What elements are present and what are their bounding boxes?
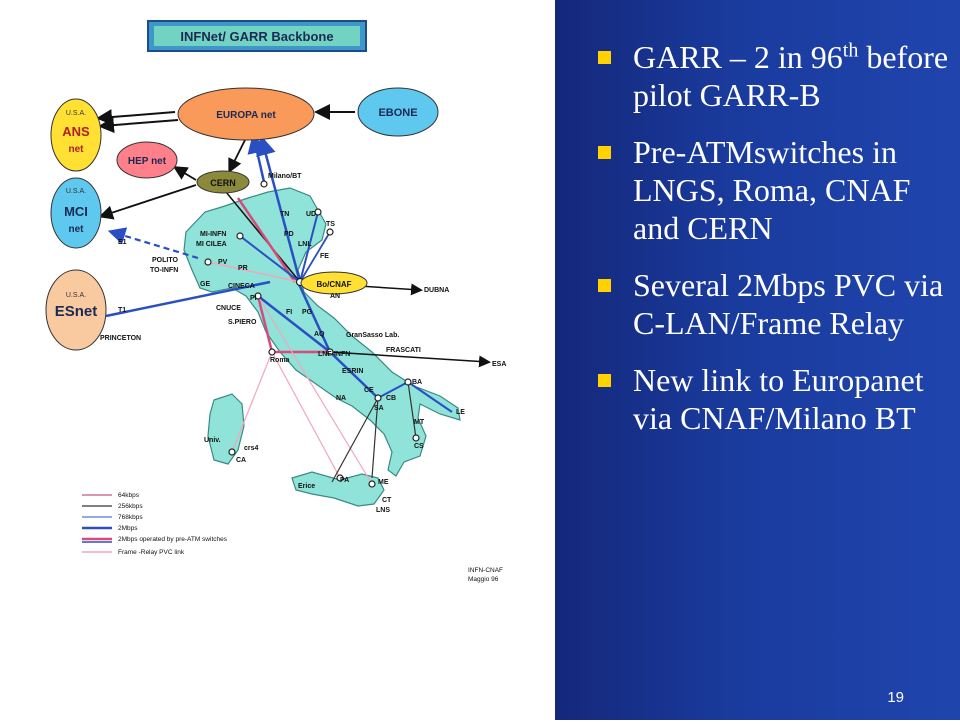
svg-text:MI CILEA: MI CILEA (196, 241, 227, 248)
europanet-node: EUROPA net (177, 87, 315, 141)
svg-text:U.S.A.: U.S.A. (66, 188, 86, 195)
svg-text:Roma: Roma (270, 357, 290, 364)
svg-text:FI: FI (286, 309, 292, 316)
svg-text:CT: CT (382, 497, 392, 504)
svg-text:LNL: LNL (298, 241, 312, 248)
svg-text:64kbps: 64kbps (118, 492, 140, 499)
ebone-node: EBONE (357, 87, 439, 137)
router-nodes (204, 180, 420, 488)
svg-text:TS: TS (326, 221, 335, 228)
svg-text:net: net (69, 224, 85, 235)
svg-text:GE: GE (200, 281, 210, 288)
svg-text:CA: CA (236, 457, 246, 464)
svg-text:FE: FE (320, 253, 329, 260)
svg-text:AN: AN (330, 293, 340, 300)
svg-text:TO-INFN: TO-INFN (150, 267, 178, 274)
svg-text:ESA: ESA (492, 361, 506, 368)
svg-text:Erice: Erice (298, 483, 315, 490)
svg-text:Univ.: Univ. (204, 437, 221, 444)
legend: 64kbps 256kbps 768kbps 2Mbps 2Mbps opera… (82, 492, 228, 556)
svg-text:TN: TN (280, 211, 289, 218)
svg-text:CE: CE (364, 387, 374, 394)
esnet-node: U.S.A. ESnet (45, 269, 107, 351)
svg-text:CNUCE: CNUCE (216, 305, 241, 312)
map-labels: E1 T1 PRINCETON Milano/BT DUBNA ESA Gran… (100, 173, 506, 514)
svg-text:U.S.A.: U.S.A. (66, 110, 86, 117)
svg-text:PG: PG (302, 309, 313, 316)
svg-text:crs4: crs4 (244, 445, 259, 452)
bullet-square-icon (598, 51, 611, 64)
svg-text:CERN: CERN (210, 178, 236, 188)
svg-text:SA: SA (374, 405, 384, 412)
bullet-panel: GARR – 2 in 96th before pilot GARR-B Pre… (555, 0, 960, 720)
svg-text:LNS: LNS (376, 507, 390, 514)
svg-text:2Mbps operated by pre-ATM swit: 2Mbps operated by pre-ATM switches (118, 536, 228, 543)
svg-text:POLITO: POLITO (152, 257, 178, 264)
svg-text:INFNet/ GARR Backbone: INFNet/ GARR Backbone (180, 29, 333, 44)
bullet-square-icon (598, 279, 611, 292)
svg-text:2Mbps: 2Mbps (118, 525, 138, 532)
svg-text:EUROPA net: EUROPA net (216, 110, 276, 121)
svg-text:CS: CS (414, 443, 424, 450)
ans-net-node: U.S.A. ANS net (50, 98, 102, 172)
bullet-square-icon (598, 374, 611, 387)
svg-text:PR: PR (238, 265, 248, 272)
slide-number: 19 (887, 689, 904, 706)
svg-text:GranSasso Lab.: GranSasso Lab. (346, 332, 399, 339)
svg-text:Frame -Relay PVC link: Frame -Relay PVC link (118, 549, 185, 556)
diagram-panel: INFNet/ GARR Backbone (45, 20, 507, 583)
svg-text:LE: LE (456, 409, 465, 416)
bocnaf-node: Bo/CNAF (300, 271, 368, 295)
svg-text:256kbps: 256kbps (118, 503, 143, 510)
svg-text:MCI: MCI (64, 204, 88, 219)
bullet-item: New link to Europanet via CNAF/Milano BT (595, 361, 955, 437)
svg-text:ESRIN: ESRIN (342, 368, 363, 375)
svg-text:PV: PV (218, 259, 228, 266)
svg-text:PD: PD (284, 231, 294, 238)
svg-text:ME: ME (378, 479, 389, 486)
svg-text:768kbps: 768kbps (118, 514, 143, 521)
bullet-square-icon (598, 146, 611, 159)
svg-text:CINECA: CINECA (228, 283, 255, 290)
svg-text:AQ: AQ (314, 331, 325, 338)
svg-text:T1: T1 (118, 307, 126, 314)
cern-node: CERN (196, 170, 250, 194)
svg-text:CB: CB (386, 395, 396, 402)
svg-text:net: net (69, 144, 85, 155)
svg-text:FRASCATI: FRASCATI (386, 347, 421, 354)
svg-text:S.PIERO: S.PIERO (228, 319, 257, 326)
svg-text:Bo/CNAF: Bo/CNAF (316, 280, 351, 289)
svg-text:INFN-CNAF: INFN-CNAF (468, 567, 503, 574)
svg-text:PRINCETON: PRINCETON (100, 335, 141, 342)
svg-text:LNF-INFN: LNF-INFN (318, 351, 350, 358)
svg-text:NA: NA (336, 395, 346, 402)
svg-text:EBONE: EBONE (378, 107, 417, 119)
bullet-item: Several 2Mbps PVC via C-LAN/Frame Relay (595, 266, 955, 342)
network-diagram: INFNet/ GARR Backbone (45, 20, 506, 583)
svg-text:ANS: ANS (62, 124, 90, 139)
bullet-item: Pre-ATMswitches in LNGS, Roma, CNAF and … (595, 133, 955, 247)
svg-text:HEP net: HEP net (128, 156, 167, 167)
svg-text:Milano/BT: Milano/BT (268, 173, 302, 180)
svg-text:BA: BA (412, 379, 422, 386)
svg-text:Maggio 96: Maggio 96 (468, 576, 499, 583)
svg-text:UD: UD (306, 211, 316, 218)
hepnet-node: HEP net (116, 141, 178, 179)
svg-text:U.S.A.: U.S.A. (66, 292, 86, 299)
svg-text:ESnet: ESnet (55, 303, 98, 320)
svg-text:DUBNA: DUBNA (424, 287, 449, 294)
svg-text:PI: PI (250, 295, 257, 302)
bullet-list: GARR – 2 in 96th before pilot GARR-B Pre… (595, 38, 955, 456)
diagram-credit: INFN-CNAF Maggio 96 (468, 567, 503, 583)
diagram-title: INFNet/ GARR Backbone (147, 20, 367, 52)
svg-text:MI-INFN: MI-INFN (200, 231, 226, 238)
bullet-item: GARR – 2 in 96th before pilot GARR-B (595, 38, 955, 114)
links (96, 104, 491, 485)
mci-net-node: U.S.A. MCI net (50, 177, 102, 249)
svg-text:E1: E1 (118, 239, 127, 246)
svg-text:MT: MT (414, 419, 425, 426)
svg-text:PA: PA (340, 477, 349, 484)
